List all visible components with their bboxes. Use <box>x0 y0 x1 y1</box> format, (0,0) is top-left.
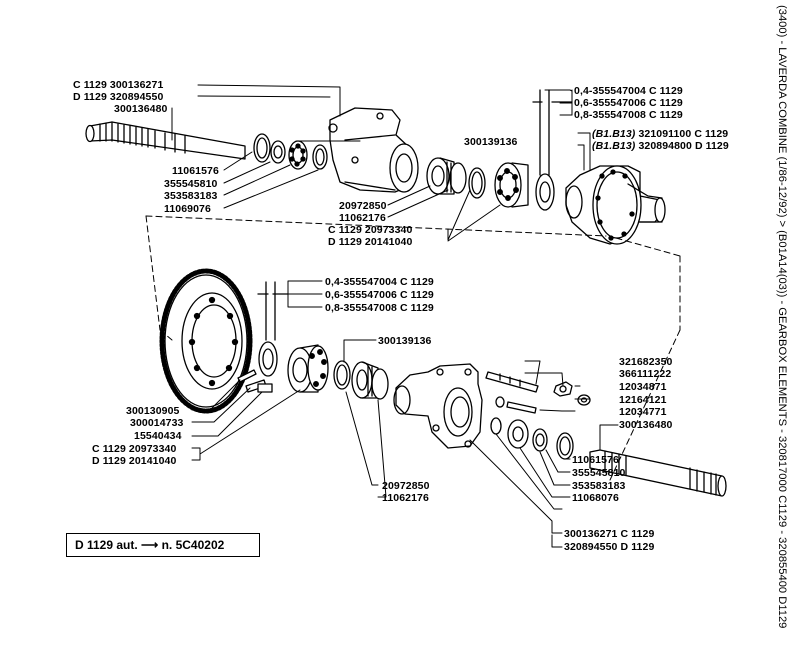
label-lower-kit-d: D 1129 20141040 <box>92 455 177 467</box>
upper-small-bearing <box>289 141 307 169</box>
label-upper-diff-c: (B1.B13) 321091100 C 1129 <box>592 128 729 140</box>
label-lower-bolt-2: 366111222 <box>619 368 672 380</box>
label-upper-left-part-1: 11061576 <box>172 165 219 177</box>
label-lower-shaft-part: 300136480 <box>619 419 673 431</box>
label-upper-kit-d: D 1129 20141040 <box>328 236 413 248</box>
lower-ring-gear <box>162 271 250 411</box>
upper-taper-bearing <box>427 158 466 194</box>
label-lower-kit-c: C 1129 20973340 <box>92 443 177 455</box>
label-upper-shaft-c: C 1129 300136271 <box>73 79 164 91</box>
label-upper-bearing: 300139136 <box>464 136 518 148</box>
label-upper-middle-part-1: 20972850 <box>339 200 387 212</box>
upper-shim <box>536 174 554 210</box>
label-lower-right-part-3: 353583183 <box>572 480 626 492</box>
lower-snap-ring <box>334 361 350 389</box>
lower-bolts <box>486 372 590 413</box>
label-lower-shim-3: 0,8-355547008 C 1129 <box>325 302 434 314</box>
label-upper-left-part-4: 11069076 <box>164 203 211 215</box>
upper-dashed-axis <box>146 216 680 330</box>
arrow-right-icon: ⟶ <box>141 538 159 552</box>
label-upper-middle-part-2: 11062176 <box>339 212 386 224</box>
upper-circlip <box>254 134 270 162</box>
label-lower-middle-part-2: 11062176 <box>382 492 429 504</box>
lower-dashed-axis <box>160 330 680 480</box>
label-lower-shim-1: 0,4-355547004 C 1129 <box>325 276 434 288</box>
note-suffix: n. 5C40202 <box>161 538 225 552</box>
label-lower-bolt-3: 12034871 <box>619 381 667 393</box>
label-lower-bearing: 300139136 <box>378 335 432 347</box>
label-lower-middle-part-1: 20972850 <box>382 480 430 492</box>
side-title: (3400) - LAVERDA COMBINE (1/86-12/92) > … <box>772 5 792 645</box>
lower-large-bearing <box>288 345 328 392</box>
label-lower-shim-2: 0,6-355547006 C 1129 <box>325 289 434 301</box>
label-lower-right-part-2: 355545810 <box>572 467 626 479</box>
label-lower-left-part-2: 300014733 <box>130 417 184 429</box>
label-lower-right-part-1: 11061576 <box>572 454 619 466</box>
label-upper-shaft-part: 300136480 <box>114 103 168 115</box>
label-upper-left-part-3: 353583183 <box>164 190 218 202</box>
upper-snap-ring-2 <box>469 168 485 198</box>
label-lower-bolt-5: 12034771 <box>619 406 667 418</box>
upper-shim-pointer <box>533 90 572 175</box>
upper-snap-ring <box>313 145 327 169</box>
upper-washer <box>271 141 285 163</box>
upper-differential <box>566 166 665 244</box>
lower-right-parts <box>491 418 573 459</box>
label-upper-diff-d: (B1.B13) 320894800 D 1129 <box>592 140 729 152</box>
lower-shim <box>259 342 277 376</box>
label-lower-right-part-4: 11068076 <box>572 492 619 504</box>
upper-splined-shaft <box>86 122 245 159</box>
upper-leader-lines <box>172 85 590 241</box>
lower-leader-lines <box>192 281 618 547</box>
label-lower-hub-d: 320894550 D 1129 <box>564 541 655 553</box>
side-title-text: (3400) - LAVERDA COMBINE (1/86-12/92) > … <box>776 5 788 629</box>
lower-shim-pointer <box>258 282 288 340</box>
label-lower-left-part-3: 15540434 <box>134 430 182 442</box>
label-lower-bolt-1: 321682350 <box>619 356 673 368</box>
label-upper-shim-2: 0,6-355547006 C 1129 <box>574 97 683 109</box>
label-upper-shim-1: 0,4-355547004 C 1129 <box>574 85 683 97</box>
lower-bearing-housing <box>394 364 482 448</box>
label-upper-kit-c: C 1129 20973340 <box>328 224 413 236</box>
label-upper-shaft-d: D 1129 320894550 <box>73 91 164 103</box>
note-prefix: D 1129 aut. <box>75 538 138 552</box>
label-lower-bolt-4: 12164121 <box>619 394 667 406</box>
upper-large-bearing <box>495 163 528 207</box>
serial-note-box: D 1129 aut. ⟶ n. 5C40202 <box>66 533 260 557</box>
upper-bearing-housing <box>329 108 418 192</box>
label-upper-left-part-2: 355545810 <box>164 178 218 190</box>
lower-taper-bearing <box>352 362 388 399</box>
label-upper-shim-3: 0,8-355547008 C 1129 <box>574 109 683 121</box>
label-lower-left-part-1: 300130905 <box>126 405 180 417</box>
label-lower-hub-c: 300136271 C 1129 <box>564 528 655 540</box>
